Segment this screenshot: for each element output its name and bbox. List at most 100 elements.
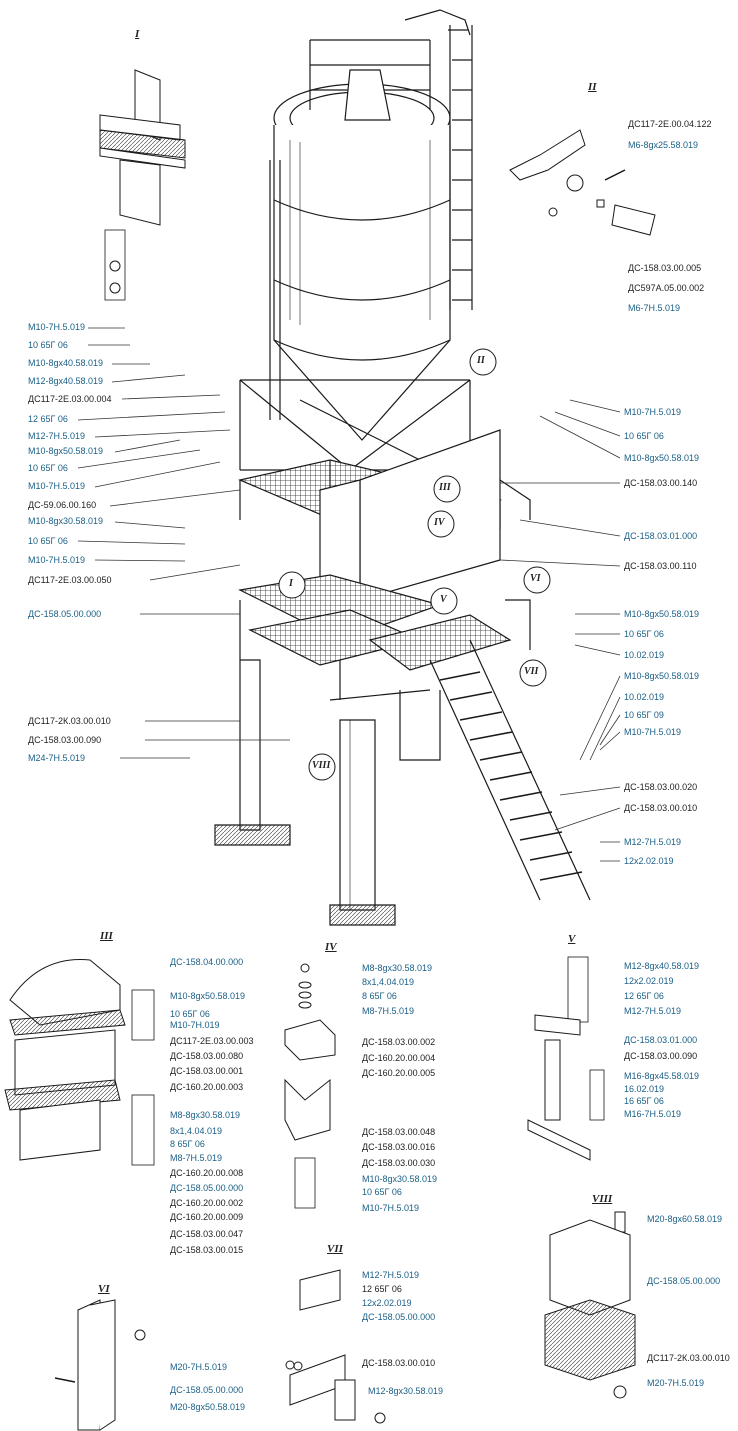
leader-lines (77, 327, 621, 862)
part-label: ДС-158.03.00.005 (628, 263, 702, 273)
part-label: М8-8gx30.58.019 (170, 1110, 241, 1120)
detail-I-drawing (99, 69, 186, 301)
detail-VIII-drawing (544, 1211, 636, 1399)
part-label: ДС-158.03.00.010 (362, 1358, 436, 1368)
callout-mark: VI (530, 573, 541, 584)
part-label: ДС-158.05.00.000 (28, 609, 102, 619)
part-label: 10 65Г 06 (28, 536, 68, 546)
part-label: ДС-158.05.00.000 (170, 1385, 244, 1395)
callout-mark: I (289, 578, 293, 589)
part-label: М12-7Н.5.019 (624, 837, 682, 847)
part-label: 16.02.019 (624, 1084, 665, 1094)
part-label: М20-7Н.5.019 (170, 1362, 228, 1372)
part-label: ДС-158.03.00.090 (28, 735, 102, 745)
part-label: М10-8gx50.58.019 (624, 453, 700, 463)
part-label: ДС-158.03.00.090 (624, 1051, 698, 1061)
part-label: ДС-158.03.00.140 (624, 478, 698, 488)
part-label: ДС-158.05.00.000 (647, 1276, 721, 1286)
detail-III-drawing (4, 959, 155, 1166)
part-label: М12-8gx40.58.019 (624, 961, 700, 971)
part-label: ДС-59.06.00.160 (28, 500, 97, 510)
part-label: М12-7Н.5.019 (28, 431, 86, 441)
part-label: ДС-158.05.00.000 (170, 1183, 244, 1193)
part-label: ДС-158.04.00.000 (170, 957, 244, 967)
detail-III-title: III (100, 930, 113, 942)
part-label: ДС-160.20.00.005 (362, 1068, 436, 1078)
part-label: 12 65Г 06 (362, 1284, 402, 1294)
part-label: ДС597А.05.00.002 (628, 283, 705, 293)
part-label: М10-8gx50.58.019 (170, 991, 246, 1001)
part-label: 12х2.02.019 (624, 856, 674, 866)
part-label: 10 65Г 09 (624, 710, 664, 720)
part-label: 12х2.02.019 (362, 1298, 412, 1308)
part-label: М10-8gx50.58.019 (28, 446, 104, 456)
part-label: М20-8gx60.58.019 (647, 1214, 723, 1224)
part-label: М10-7Н.5.019 (28, 322, 86, 332)
part-label: М6-8gx25.58.019 (628, 140, 699, 150)
part-label: 10 65Г 06 (624, 629, 664, 639)
part-label: М12-8gx40.58.019 (28, 376, 104, 386)
detail-IV-title: IV (325, 941, 337, 953)
part-label: ДС-158.03.00.080 (170, 1051, 244, 1061)
part-label: ДС-158.03.00.047 (170, 1229, 244, 1239)
part-label: ДС-158.03.00.020 (624, 782, 698, 792)
callout-mark: II (477, 355, 485, 366)
part-label: ДС-160.20.00.004 (362, 1053, 436, 1063)
part-label: ДС-158.03.00.015 (170, 1245, 244, 1255)
part-label: 10 65Г 06 (362, 1187, 402, 1197)
part-label: 10.02.019 (624, 692, 665, 702)
detail-VI-drawing (54, 1299, 146, 1431)
part-label: ДС117-2К.03.00.010 (647, 1353, 730, 1363)
part-label: М10-7Н.019 (170, 1020, 220, 1030)
part-label: 8х1,4.04.019 (170, 1126, 223, 1136)
detail-VII-drawing (285, 1269, 386, 1424)
part-label: ДС-160.20.00.009 (170, 1212, 244, 1222)
callout-mark: VII (524, 666, 539, 677)
part-label: ДС-160.20.00.008 (170, 1168, 244, 1178)
part-label: М10-7Н.5.019 (28, 555, 86, 565)
part-label: М20-7Н.5.019 (647, 1378, 705, 1388)
detail-IV-drawing (284, 963, 336, 1209)
part-label: ДС-158.03.01.000 (624, 531, 698, 541)
callout-mark: IV (434, 517, 445, 528)
part-label: М24-7Н.5.019 (28, 753, 86, 763)
part-label: М10-7Н.5.019 (624, 727, 682, 737)
part-label: ДС117-2Е.03.00.004 (28, 394, 112, 404)
part-label: ДС-160.20.00.002 (170, 1198, 244, 1208)
detail-II-drawing (509, 129, 656, 236)
callout-mark: III (439, 482, 451, 493)
detail-II-title: II (588, 81, 597, 93)
part-label: М10-8gx30.58.019 (362, 1174, 438, 1184)
part-label: ДС-158.03.00.030 (362, 1158, 436, 1168)
part-label: М10-8gx30.58.019 (28, 516, 104, 526)
part-label: М10-8gx40.58.019 (28, 358, 104, 368)
silo-tower-drawing (214, 9, 591, 926)
detail-I-title: I (135, 28, 140, 40)
part-label: М10-7Н.5.019 (28, 481, 86, 491)
part-label: М10-7Н.5.019 (624, 407, 682, 417)
part-label: М12-8gx30.58.019 (368, 1386, 444, 1396)
part-label: М10-7Н.5.019 (362, 1203, 420, 1213)
part-label: М12-7Н.5.019 (624, 1006, 682, 1016)
part-label: ДС-158.05.00.000 (362, 1312, 436, 1322)
detail-VIII-title: VIII (592, 1193, 613, 1205)
part-label: 10 65Г 06 (28, 463, 68, 473)
part-label: 10 65Г 06 (170, 1009, 210, 1019)
part-label: 12х2.02.019 (624, 976, 674, 986)
part-label: 16 65Г 06 (624, 1096, 664, 1106)
part-label: М10-8gx50.58.019 (624, 671, 700, 681)
part-label: М6-7Н.5.019 (628, 303, 681, 313)
part-label: 12 65Г 06 (28, 414, 68, 424)
part-label: ДС117-2Е.00.04.122 (628, 119, 712, 129)
part-label: ДС117-2К.03.00.010 (28, 716, 111, 726)
part-label: 10 65Г 06 (28, 340, 68, 350)
part-label: 8 65Г 06 (362, 991, 397, 1001)
part-label: М16-7Н.5.019 (624, 1109, 682, 1119)
part-label: М10-8gx50.58.019 (624, 609, 700, 619)
detail-VI-title: VI (98, 1283, 110, 1295)
part-label: М8-7Н.5.019 (362, 1006, 415, 1016)
detail-V-drawing (527, 956, 605, 1161)
part-label: ДС117-2Е.03.00.003 (170, 1036, 254, 1046)
part-label: М20-8gx50.58.019 (170, 1402, 246, 1412)
